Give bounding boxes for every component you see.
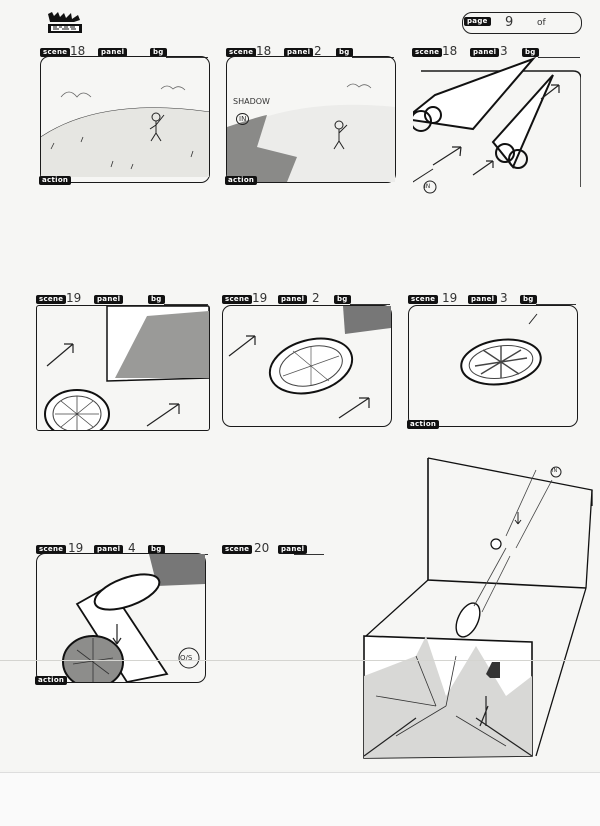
scene-number: 18 [256, 44, 272, 58]
panel-header: scene 19 panel bg [36, 291, 208, 306]
bg-label: bg [522, 48, 539, 57]
page-number: 9 [505, 15, 514, 30]
panel-header: scene 20 panel [222, 541, 324, 556]
panel-sketch [413, 57, 581, 194]
panel-label: panel [278, 295, 308, 304]
scene-20-sketch [363, 457, 593, 759]
panel-number: 2 [312, 291, 320, 305]
panel-sketch [227, 83, 395, 182]
page-of-label: of [537, 18, 546, 28]
panel-number: 3 [500, 44, 508, 58]
divider [0, 660, 600, 661]
panel-label: panel [470, 48, 500, 57]
panel-number: 3 [500, 291, 508, 305]
panel-header: scene 18 panel 2 bg [226, 44, 394, 59]
action-label: action [225, 176, 258, 185]
bg-label: bg [150, 48, 167, 57]
panel-label: panel [284, 48, 314, 57]
scene-number: 20 [254, 541, 270, 555]
bg-label: bg [148, 295, 165, 304]
panel-sketch [62, 554, 205, 682]
panel-label: panel [278, 545, 308, 554]
action-label: action [407, 420, 440, 429]
scene-label: scene [36, 545, 67, 554]
bg-label: bg [148, 545, 165, 554]
page-bottom-margin [0, 772, 600, 826]
storyboard-panel: action [39, 56, 210, 185]
scene-label: scene [222, 295, 253, 304]
scene-label: scene [222, 545, 253, 554]
scene-number: 18 [442, 44, 458, 58]
panel-label: panel [94, 295, 124, 304]
scene-number: 19 [252, 291, 268, 305]
panel-label: panel [98, 48, 128, 57]
panel-label: panel [468, 295, 498, 304]
storyboard-panel [222, 305, 392, 427]
perspective-sketch: IN [356, 456, 596, 762]
bg-label: bg [334, 295, 351, 304]
panel-header: scene 19 panel 4 bg [36, 541, 208, 556]
storyboard-page: page 9 of scene 18 panel bg action scene… [0, 10, 600, 762]
in-marker: IN [552, 468, 558, 474]
storyboard-panel [36, 305, 210, 431]
bg-label: bg [520, 295, 537, 304]
bg-label: bg [336, 48, 353, 57]
panel-header: scene 19 panel 3 bg [408, 291, 576, 306]
panel-header: scene 18 panel bg [40, 44, 208, 59]
panel-header: scene 18 panel 3 bg [412, 44, 580, 59]
panel-sketch [44, 306, 209, 430]
scene-label: scene [36, 295, 67, 304]
panel-sketch [41, 85, 209, 177]
panel-sketch [228, 306, 391, 419]
storyboard-panel: IN [412, 56, 582, 198]
scene-number: 18 [70, 44, 86, 58]
panel-number: 2 [314, 44, 322, 58]
scene-label: scene [226, 48, 257, 57]
panel-label: panel [94, 545, 124, 554]
panel-number: 4 [128, 541, 136, 555]
panel-header: scene 19 panel 2 bg [222, 291, 390, 306]
panel-sketch [460, 313, 542, 386]
page-counter: page 9 of [462, 12, 582, 34]
scene-label: scene [408, 295, 439, 304]
storyboard-panel: action [407, 305, 578, 429]
in-marker: IN [424, 183, 431, 190]
storyboard-panel: O/S action [35, 553, 206, 685]
action-label: action [39, 176, 72, 185]
page-label: page [464, 17, 491, 26]
scene-label: scene [412, 48, 443, 57]
scene-number: 19 [66, 291, 82, 305]
scene-label: scene [40, 48, 71, 57]
in-marker: IN [236, 113, 250, 125]
scene-number: 19 [68, 541, 84, 555]
shadow-note: SHADOW [233, 97, 270, 106]
action-label: action [35, 676, 68, 685]
offscreen-marker: O/S [180, 654, 193, 662]
storyboard-panel: SHADOW IN action [225, 56, 396, 185]
show-logo-icon [44, 10, 86, 36]
scene-number: 19 [442, 291, 458, 305]
